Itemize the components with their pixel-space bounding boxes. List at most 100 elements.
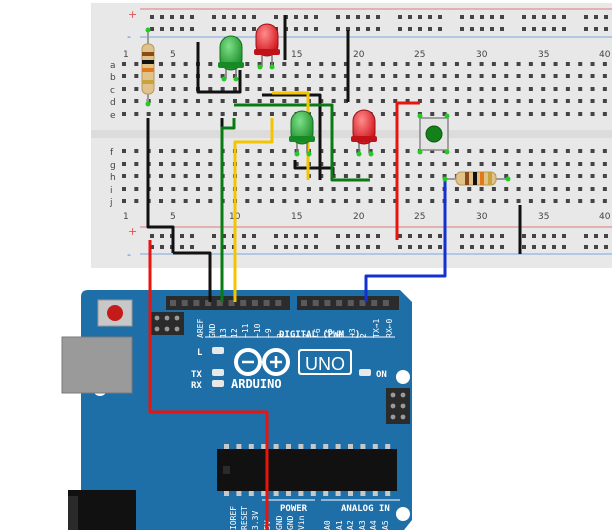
breadboard-hole[interactable] (584, 15, 588, 19)
breadboard-hole[interactable] (336, 27, 340, 31)
breadboard-hole[interactable] (245, 87, 250, 91)
breadboard-hole[interactable] (584, 245, 588, 249)
breadboard-hole[interactable] (356, 99, 361, 103)
breadboard-hole[interactable] (346, 234, 350, 238)
breadboard-hole[interactable] (319, 62, 324, 66)
breadboard-hole[interactable] (428, 245, 432, 249)
breadboard-hole[interactable] (208, 149, 213, 153)
breadboard-hole[interactable] (565, 99, 570, 103)
breadboard-hole[interactable] (368, 149, 373, 153)
breadboard-hole[interactable] (590, 87, 595, 91)
breadboard-hole[interactable] (516, 174, 521, 178)
breadboard-hole[interactable] (408, 245, 412, 249)
breadboard-hole[interactable] (331, 187, 336, 191)
breadboard-hole[interactable] (541, 62, 546, 66)
breadboard-hole[interactable] (212, 245, 216, 249)
breadboard-hole[interactable] (208, 62, 213, 66)
breadboard-hole[interactable] (171, 99, 176, 103)
breadboard-hole[interactable] (454, 162, 459, 166)
breadboard-hole[interactable] (393, 149, 398, 153)
breadboard-hole[interactable] (195, 149, 200, 153)
breadboard-hole[interactable] (122, 174, 126, 178)
breadboard-hole[interactable] (368, 162, 373, 166)
breadboard-hole[interactable] (282, 62, 287, 66)
breadboard-hole[interactable] (319, 199, 324, 203)
breadboard-hole[interactable] (553, 174, 558, 178)
breadboard-hole[interactable] (578, 62, 583, 66)
breadboard[interactable]: + - + - 1 5 10 15 20 25 30 35 40 1 5 10 … (91, 3, 612, 268)
breadboard-hole[interactable] (356, 199, 361, 203)
header-pin[interactable] (371, 300, 378, 306)
breadboard-hole[interactable] (405, 112, 410, 116)
breadboard-hole[interactable] (602, 149, 607, 153)
breadboard-hole[interactable] (491, 87, 496, 91)
breadboard-hole[interactable] (504, 87, 509, 91)
breadboard-hole[interactable] (252, 15, 256, 19)
breadboard-hole[interactable] (578, 149, 583, 153)
breadboard-hole[interactable] (294, 99, 299, 103)
breadboard-hole[interactable] (542, 245, 546, 249)
breadboard-hole[interactable] (562, 15, 566, 19)
breadboard-hole[interactable] (294, 174, 299, 178)
breadboard-hole[interactable] (380, 87, 385, 91)
breadboard-hole[interactable] (150, 234, 154, 238)
breadboard-hole[interactable] (479, 162, 484, 166)
breadboard-hole[interactable] (553, 87, 558, 91)
breadboard-hole[interactable] (306, 74, 311, 78)
breadboard-hole[interactable] (408, 27, 412, 31)
breadboard-hole[interactable] (405, 87, 410, 91)
breadboard-hole[interactable] (528, 62, 533, 66)
breadboard-hole[interactable] (366, 234, 370, 238)
breadboard-hole[interactable] (417, 199, 422, 203)
breadboard-hole[interactable] (460, 234, 464, 238)
breadboard-hole[interactable] (343, 187, 348, 191)
breadboard-hole[interactable] (602, 199, 607, 203)
breadboard-hole[interactable] (565, 174, 570, 178)
breadboard-hole[interactable] (516, 74, 521, 78)
breadboard-hole[interactable] (430, 112, 435, 116)
breadboard-hole[interactable] (222, 15, 226, 19)
breadboard-hole[interactable] (331, 62, 336, 66)
breadboard-hole[interactable] (190, 27, 194, 31)
breadboard-hole[interactable] (417, 62, 422, 66)
breadboard-hole[interactable] (245, 74, 250, 78)
breadboard-hole[interactable] (532, 234, 536, 238)
usb-port[interactable] (61, 336, 133, 394)
breadboard-hole[interactable] (590, 112, 595, 116)
breadboard-hole[interactable] (430, 99, 435, 103)
breadboard-hole[interactable] (343, 199, 348, 203)
breadboard-hole[interactable] (541, 199, 546, 203)
breadboard-hole[interactable] (398, 234, 402, 238)
breadboard-hole[interactable] (294, 27, 298, 31)
wire-black[interactable] (173, 251, 212, 302)
breadboard-hole[interactable] (460, 245, 464, 249)
breadboard-hole[interactable] (183, 62, 188, 66)
breadboard-hole[interactable] (171, 112, 176, 116)
breadboard-hole[interactable] (428, 27, 432, 31)
breadboard-hole[interactable] (500, 245, 504, 249)
breadboard-hole[interactable] (590, 74, 595, 78)
breadboard-hole[interactable] (454, 99, 459, 103)
breadboard-hole[interactable] (222, 245, 226, 249)
breadboard-hole[interactable] (553, 74, 558, 78)
breadboard-hole[interactable] (604, 27, 608, 31)
breadboard-hole[interactable] (232, 87, 237, 91)
header-pin[interactable] (263, 300, 270, 306)
breadboard-hole[interactable] (304, 245, 308, 249)
breadboard-hole[interactable] (417, 162, 422, 166)
breadboard-hole[interactable] (480, 15, 484, 19)
breadboard-hole[interactable] (417, 99, 422, 103)
breadboard-hole[interactable] (418, 27, 422, 31)
breadboard-hole[interactable] (158, 199, 163, 203)
breadboard-hole[interactable] (430, 187, 435, 191)
breadboard-hole[interactable] (405, 187, 410, 191)
header-pin[interactable] (205, 300, 212, 306)
breadboard-hole[interactable] (294, 162, 299, 166)
breadboard-hole[interactable] (346, 15, 350, 19)
breadboard-hole[interactable] (454, 199, 459, 203)
breadboard-hole[interactable] (257, 62, 262, 66)
breadboard-hole[interactable] (245, 174, 250, 178)
breadboard-hole[interactable] (479, 99, 484, 103)
breadboard-hole[interactable] (578, 112, 583, 116)
breadboard-hole[interactable] (304, 27, 308, 31)
